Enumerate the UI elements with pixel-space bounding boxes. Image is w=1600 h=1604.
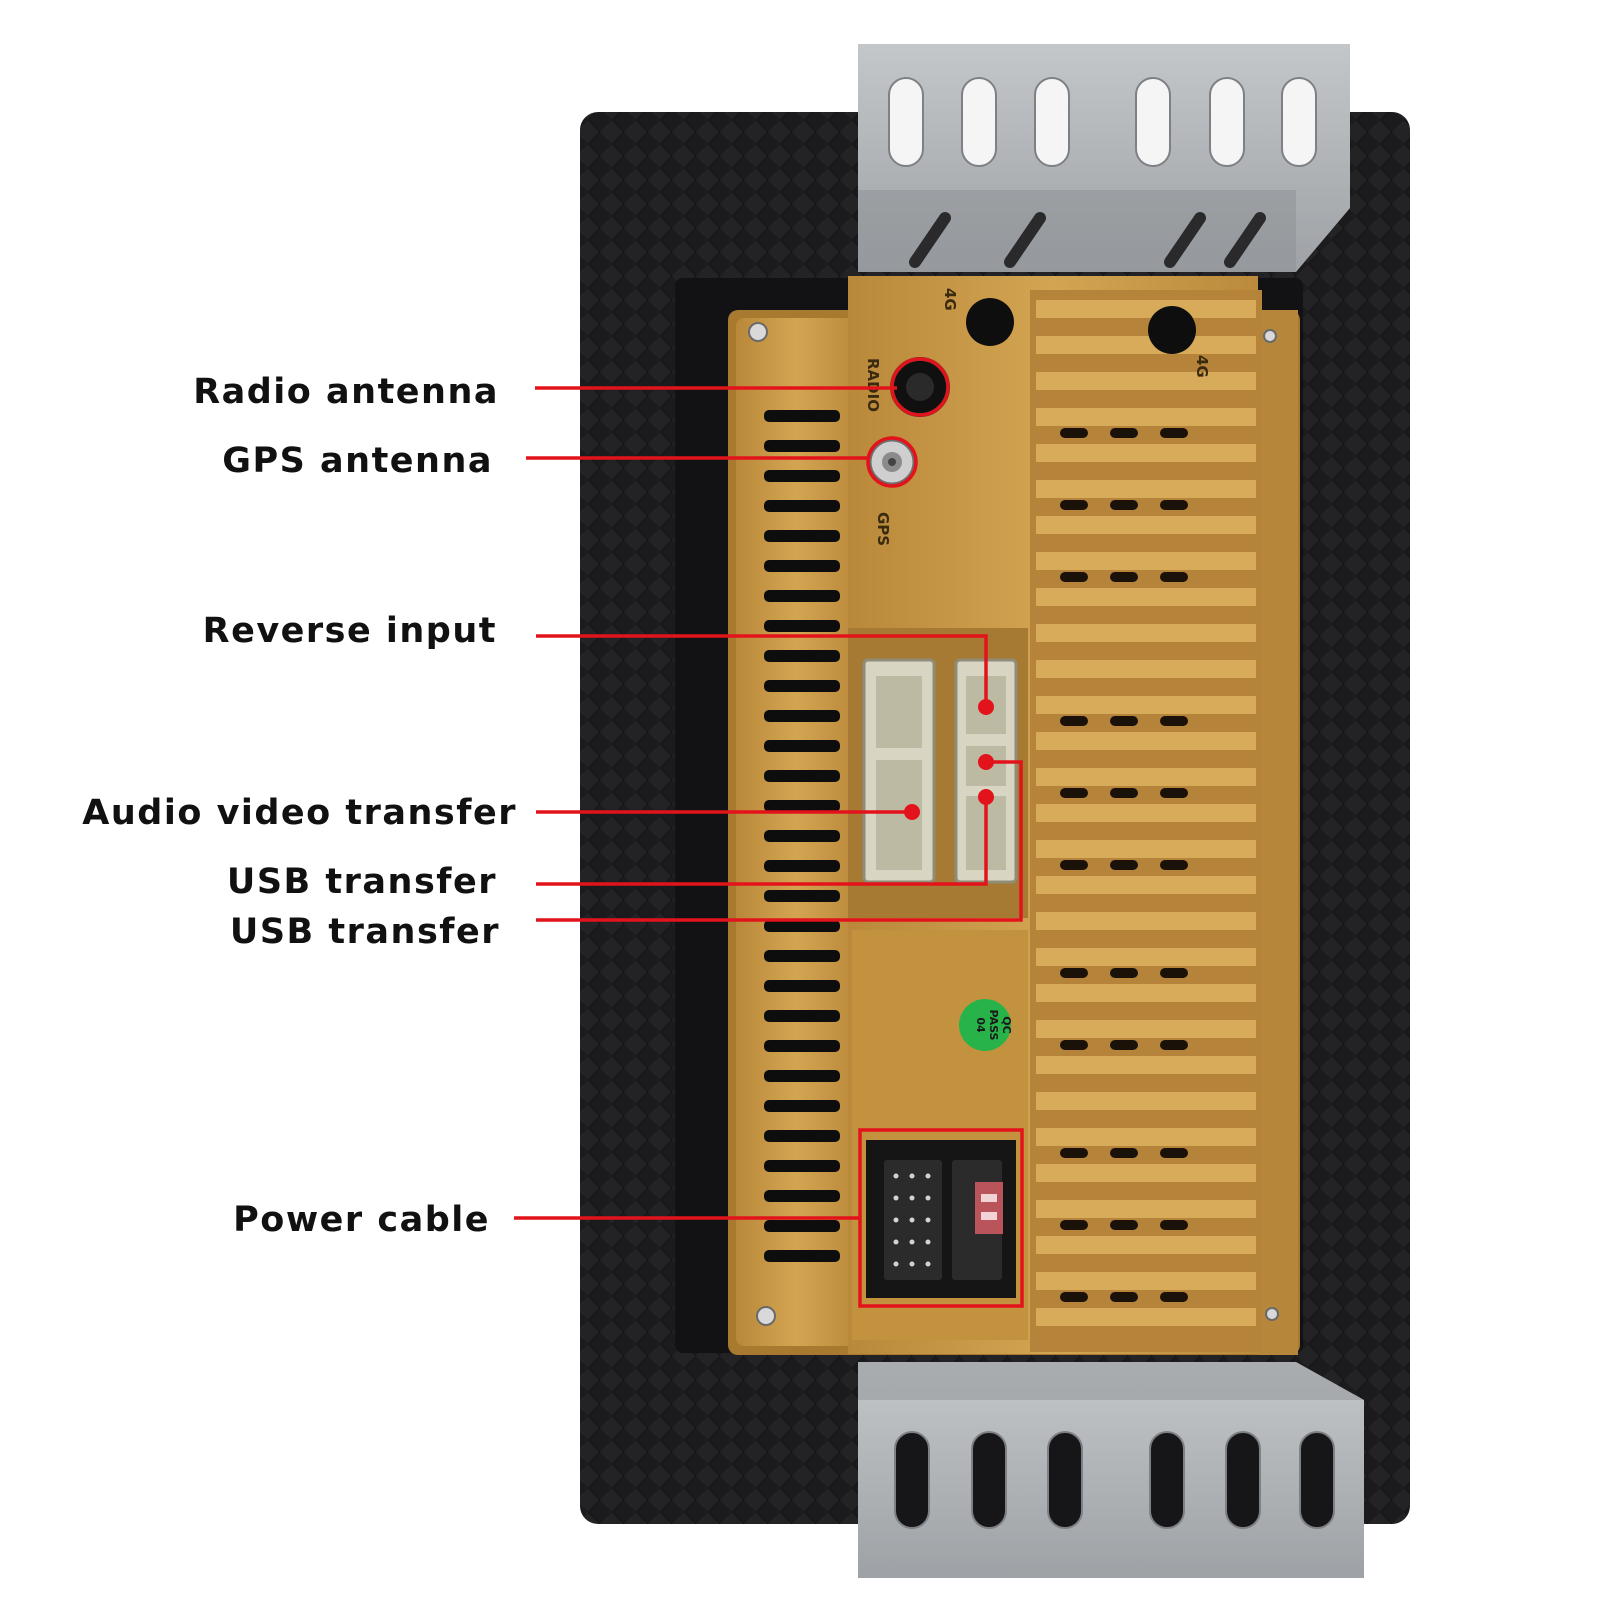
top-mounting-bracket — [858, 44, 1350, 272]
gold-housing — [728, 276, 1300, 1355]
gps-marking: GPS — [874, 512, 892, 546]
audio-video-connector — [862, 658, 936, 884]
callout-dot-reverse — [978, 699, 994, 715]
callout-dot-usb2 — [978, 754, 994, 770]
callout-line-usb1 — [536, 798, 988, 886]
callout-ring-gps — [866, 436, 918, 488]
power-connector — [866, 1140, 1016, 1298]
bottom-mounting-bracket — [858, 1362, 1364, 1578]
fourg-marking-right: 4G — [1193, 355, 1211, 378]
callout-ring-radio — [890, 357, 950, 417]
callout-line-usb2 — [536, 760, 1023, 922]
label-radio-antenna: Radio antenna — [193, 372, 499, 412]
callout-box-power — [858, 1128, 1024, 1308]
label-usb-transfer-1: USB transfer — [226, 862, 497, 902]
callout-line-reverse — [536, 634, 988, 705]
qc-line-3: 04 — [974, 1017, 987, 1033]
qc-line-1: QC — [1000, 1016, 1013, 1033]
radio-marking: RADIO — [864, 358, 882, 412]
callout-lines — [514, 357, 1024, 1308]
callout-dot-av — [904, 804, 920, 820]
fourg-marking-left: 4G — [941, 288, 959, 311]
fourg-antenna-holes — [966, 298, 1196, 354]
label-gps-antenna: GPS antenna — [222, 441, 493, 481]
qc-line-2: PASS — [987, 1010, 1000, 1041]
label-usb-transfer-2: USB transfer — [229, 912, 500, 952]
gps-antenna-socket — [868, 438, 916, 486]
label-power-cable: Power cable — [233, 1200, 490, 1240]
qc-pass-sticker: QC PASS 04 — [959, 999, 1013, 1051]
callout-dot-usb1 — [978, 789, 994, 805]
label-reverse-input: Reverse input — [202, 611, 497, 651]
label-audio-video-transfer: Audio video transfer — [82, 793, 517, 833]
